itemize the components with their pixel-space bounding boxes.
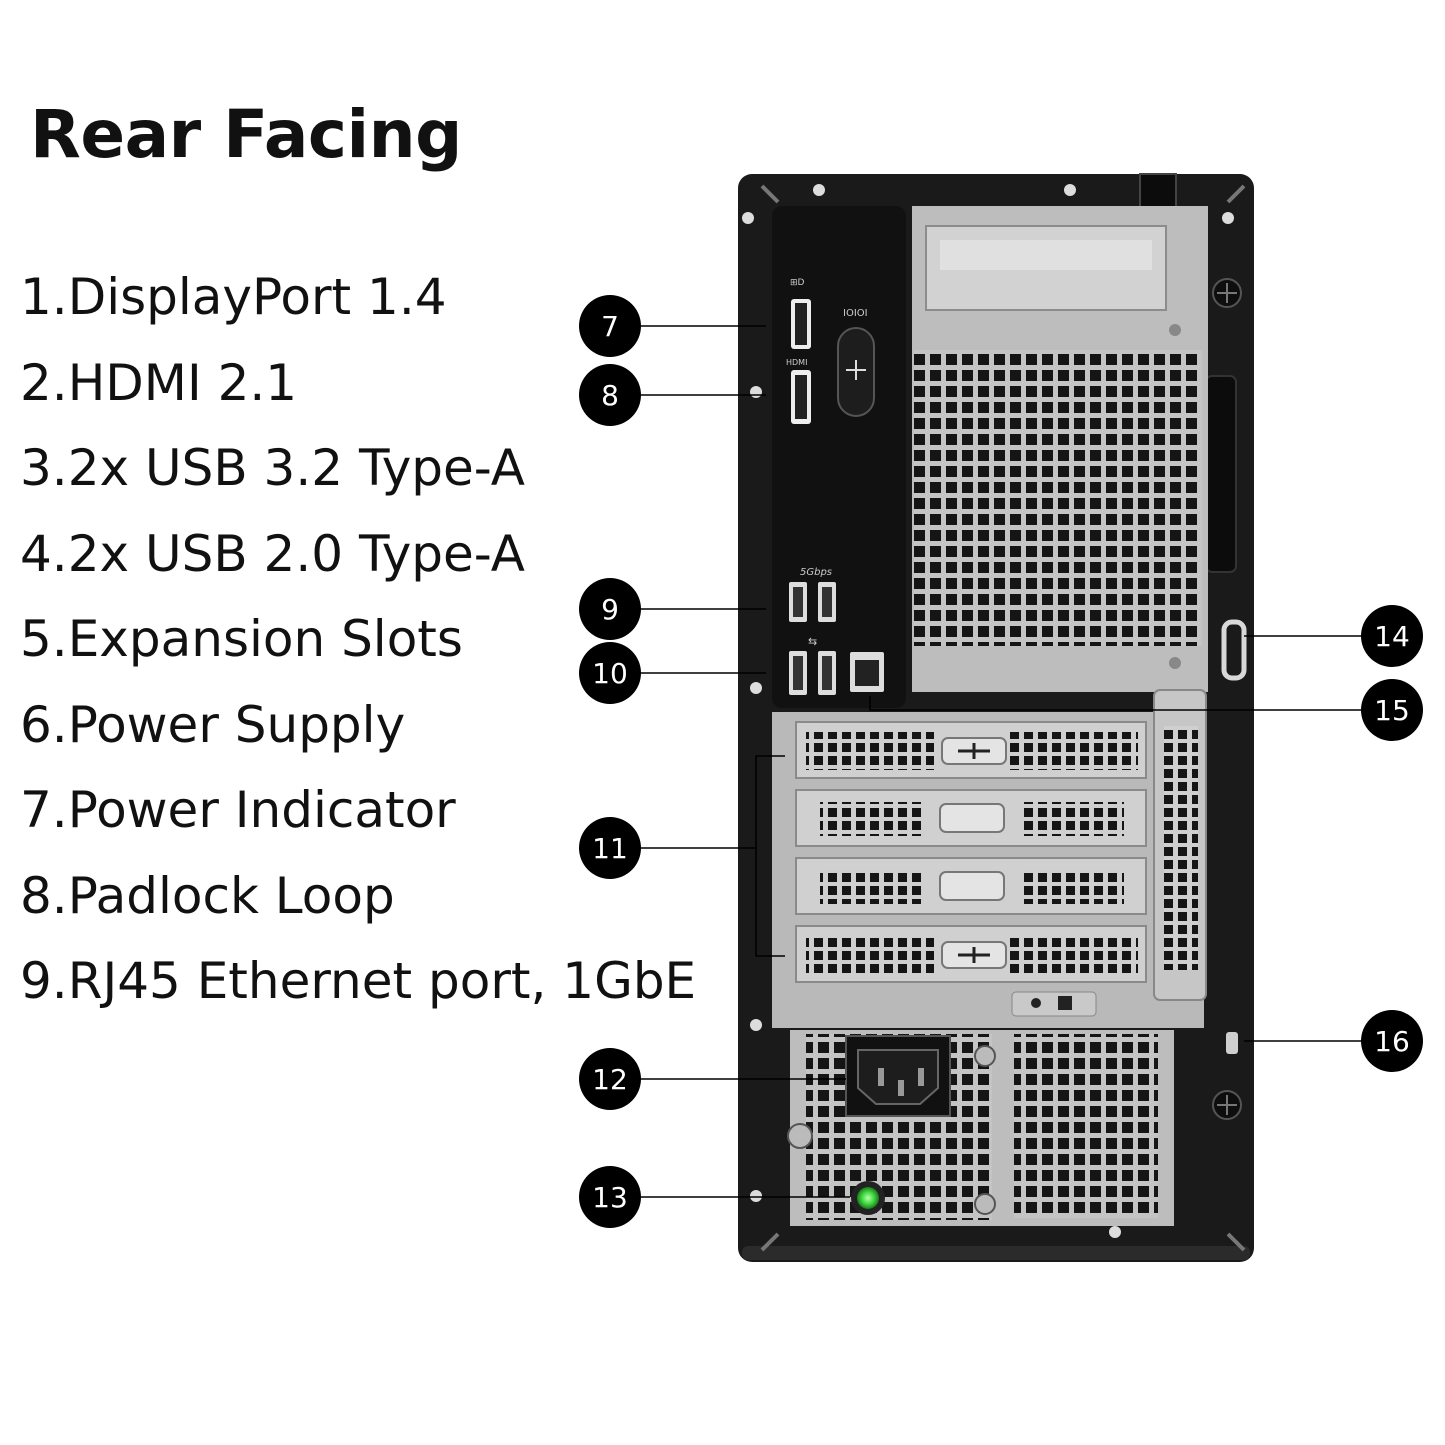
leader-lines — [610, 325, 1392, 1198]
callout: 15 — [1361, 679, 1423, 741]
displayport-icon — [791, 299, 811, 349]
feature-item: 6.Power Supply — [20, 695, 406, 754]
callout: 12 — [579, 1048, 641, 1110]
hdmi-label: HDMI — [786, 358, 807, 367]
callout-number: 10 — [592, 657, 628, 690]
callout-number: 13 — [592, 1181, 628, 1214]
feature-item: 2.HDMI 2.1 — [20, 353, 298, 412]
hdmi-icon — [791, 370, 811, 424]
feature-list: 1.DisplayPort 1.4 2.HDMI 2.1 3.2x USB 3.… — [20, 262, 696, 1032]
callout-number: 9 — [601, 593, 619, 626]
io-plate: ⊞D HDMI IOIOI 5Gbps ⇆ — [772, 206, 906, 708]
usb-icon — [789, 582, 836, 622]
callout-number: 15 — [1374, 694, 1410, 727]
callout: 13 — [579, 1166, 641, 1228]
callout-number: 12 — [592, 1063, 628, 1096]
callout-number: 14 — [1374, 620, 1410, 653]
callout: 16 — [1361, 1010, 1423, 1072]
feature-item: 3.2x USB 3.2 Type-A — [20, 439, 525, 497]
callout: 14 — [1361, 605, 1423, 667]
serial-label: IOIOI — [843, 308, 868, 319]
expansion-slot-area — [772, 689, 1207, 1028]
callout-number: 8 — [601, 379, 619, 412]
feature-item: 5.Expansion Slots — [20, 610, 463, 668]
expansion-slot — [795, 789, 1147, 847]
callout: 7 — [579, 295, 641, 357]
power-led-icon — [851, 1181, 885, 1215]
power-supply — [787, 1030, 1174, 1226]
feature-item: 7.Power Indicator — [20, 781, 456, 839]
callout: 9 — [579, 578, 641, 640]
feature-item: 4.2x USB 2.0 Type-A — [20, 524, 525, 583]
padlock-icon — [1221, 619, 1247, 681]
callout-number: 7 — [601, 310, 619, 343]
ethernet-icon — [850, 652, 884, 692]
expansion-slot — [795, 857, 1147, 915]
security-slot — [1226, 1032, 1238, 1054]
callout: 11 — [579, 817, 641, 879]
expansion-slot — [795, 925, 1147, 983]
callout-number: 16 — [1374, 1025, 1410, 1058]
usb-icon — [789, 651, 836, 695]
callout: 10 — [579, 642, 641, 704]
svg-text:⊞D: ⊞D — [790, 278, 805, 288]
svg-text:⇆: ⇆ — [808, 635, 817, 648]
feature-item: 9.RJ45 Ethernet port, 1GbE — [20, 952, 697, 1010]
upper-vent-panel — [912, 206, 1208, 692]
feature-item: 8.Padlock Loop — [20, 866, 395, 925]
feature-item: 1.DisplayPort 1.4 — [20, 268, 447, 326]
page-title: Rear Facing — [30, 96, 462, 173]
usb-speed-label: 5Gbps — [800, 567, 832, 578]
callout-number: 11 — [592, 832, 628, 865]
expansion-slot — [795, 721, 1147, 779]
callout: 8 — [579, 364, 641, 426]
